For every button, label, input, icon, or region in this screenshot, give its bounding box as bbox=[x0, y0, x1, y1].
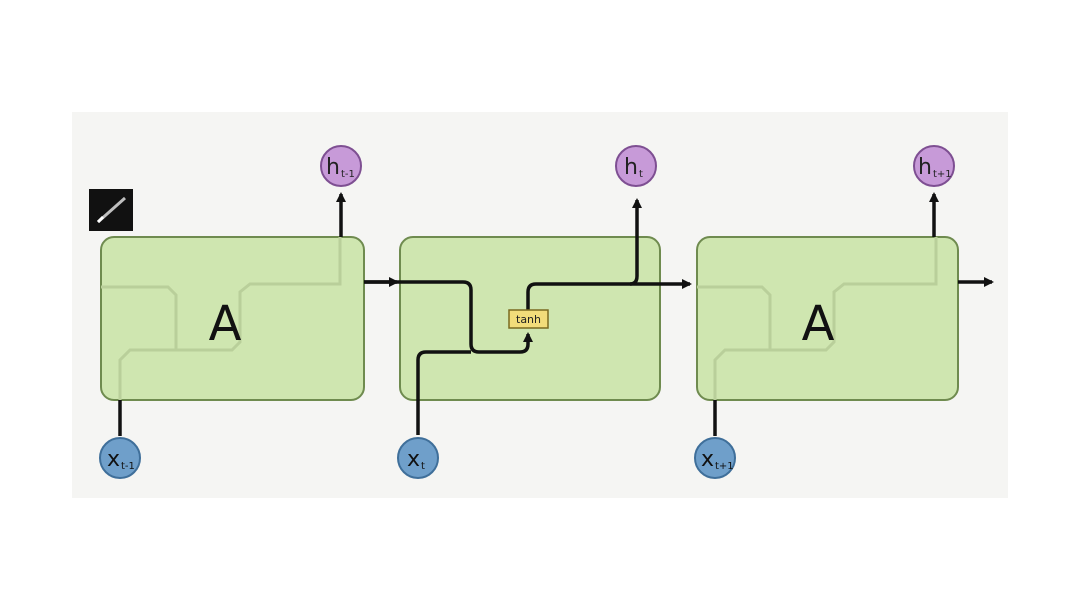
input-main: x bbox=[407, 447, 420, 472]
output-sub: t bbox=[639, 169, 643, 180]
ghost-wire bbox=[176, 237, 342, 352]
cell-label: A bbox=[802, 296, 835, 352]
svg-text:h: h bbox=[624, 155, 638, 180]
output-main: h bbox=[918, 155, 932, 180]
svg-text:x: x bbox=[107, 447, 120, 472]
svg-text:t-1: t-1 bbox=[341, 169, 355, 180]
input-main: x bbox=[701, 447, 714, 472]
output-sub: t-1 bbox=[341, 169, 355, 180]
cell-box bbox=[696, 236, 959, 401]
tanh-gate: tanh bbox=[508, 309, 549, 329]
output-node-next: h t+1 bbox=[913, 145, 955, 187]
svg-text:t-1: t-1 bbox=[121, 461, 135, 472]
input-node-next: x t+1 bbox=[694, 437, 736, 479]
ghost-wire bbox=[770, 237, 938, 352]
input-sub: t+1 bbox=[715, 461, 734, 472]
rnn-cell-next: A bbox=[696, 236, 959, 401]
rnn-cell-prev: A bbox=[100, 236, 365, 401]
svg-text:x: x bbox=[701, 447, 714, 472]
input-sub: t bbox=[421, 461, 425, 472]
cell-box bbox=[100, 236, 365, 401]
output-wire bbox=[526, 198, 642, 310]
svg-text:t: t bbox=[421, 461, 425, 472]
output-main: h bbox=[624, 155, 638, 180]
input-main: x bbox=[107, 447, 120, 472]
input-node-prev: x t-1 bbox=[99, 437, 141, 479]
output-sub: t+1 bbox=[933, 169, 952, 180]
hidden-input-wire bbox=[364, 280, 533, 354]
output-node-current: h t bbox=[615, 145, 657, 187]
svg-text:x: x bbox=[407, 447, 420, 472]
svg-text:t+1: t+1 bbox=[933, 169, 952, 180]
output-node-prev: h t-1 bbox=[320, 145, 362, 187]
pen-icon[interactable] bbox=[89, 189, 133, 231]
input-node-current: x t bbox=[397, 437, 439, 479]
svg-text:h: h bbox=[918, 155, 932, 180]
rnn-cell-current: tanh bbox=[364, 198, 692, 435]
svg-text:t+1: t+1 bbox=[715, 461, 734, 472]
svg-text:t: t bbox=[639, 169, 643, 180]
svg-text:h: h bbox=[326, 155, 340, 180]
cell-label: A bbox=[209, 296, 242, 352]
tanh-label: tanh bbox=[516, 313, 541, 326]
input-sub: t-1 bbox=[121, 461, 135, 472]
output-main: h bbox=[326, 155, 340, 180]
input-wire bbox=[416, 350, 471, 435]
